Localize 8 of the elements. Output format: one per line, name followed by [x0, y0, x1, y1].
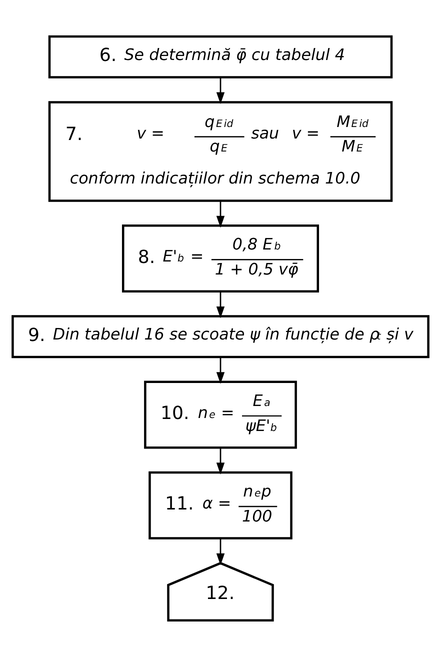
node-box: 7. v = qEid qE sau v = MEid ME conform indicațiilor din schema 10.0	[48, 100, 393, 202]
arrow	[216, 447, 225, 474]
arrow	[216, 200, 225, 228]
arrow	[216, 356, 225, 384]
arrow	[216, 538, 225, 565]
arrow	[216, 77, 225, 104]
arrow	[216, 290, 225, 318]
node-box: 6. Se determină φ̄ cu tabelul 4	[48, 34, 393, 78]
